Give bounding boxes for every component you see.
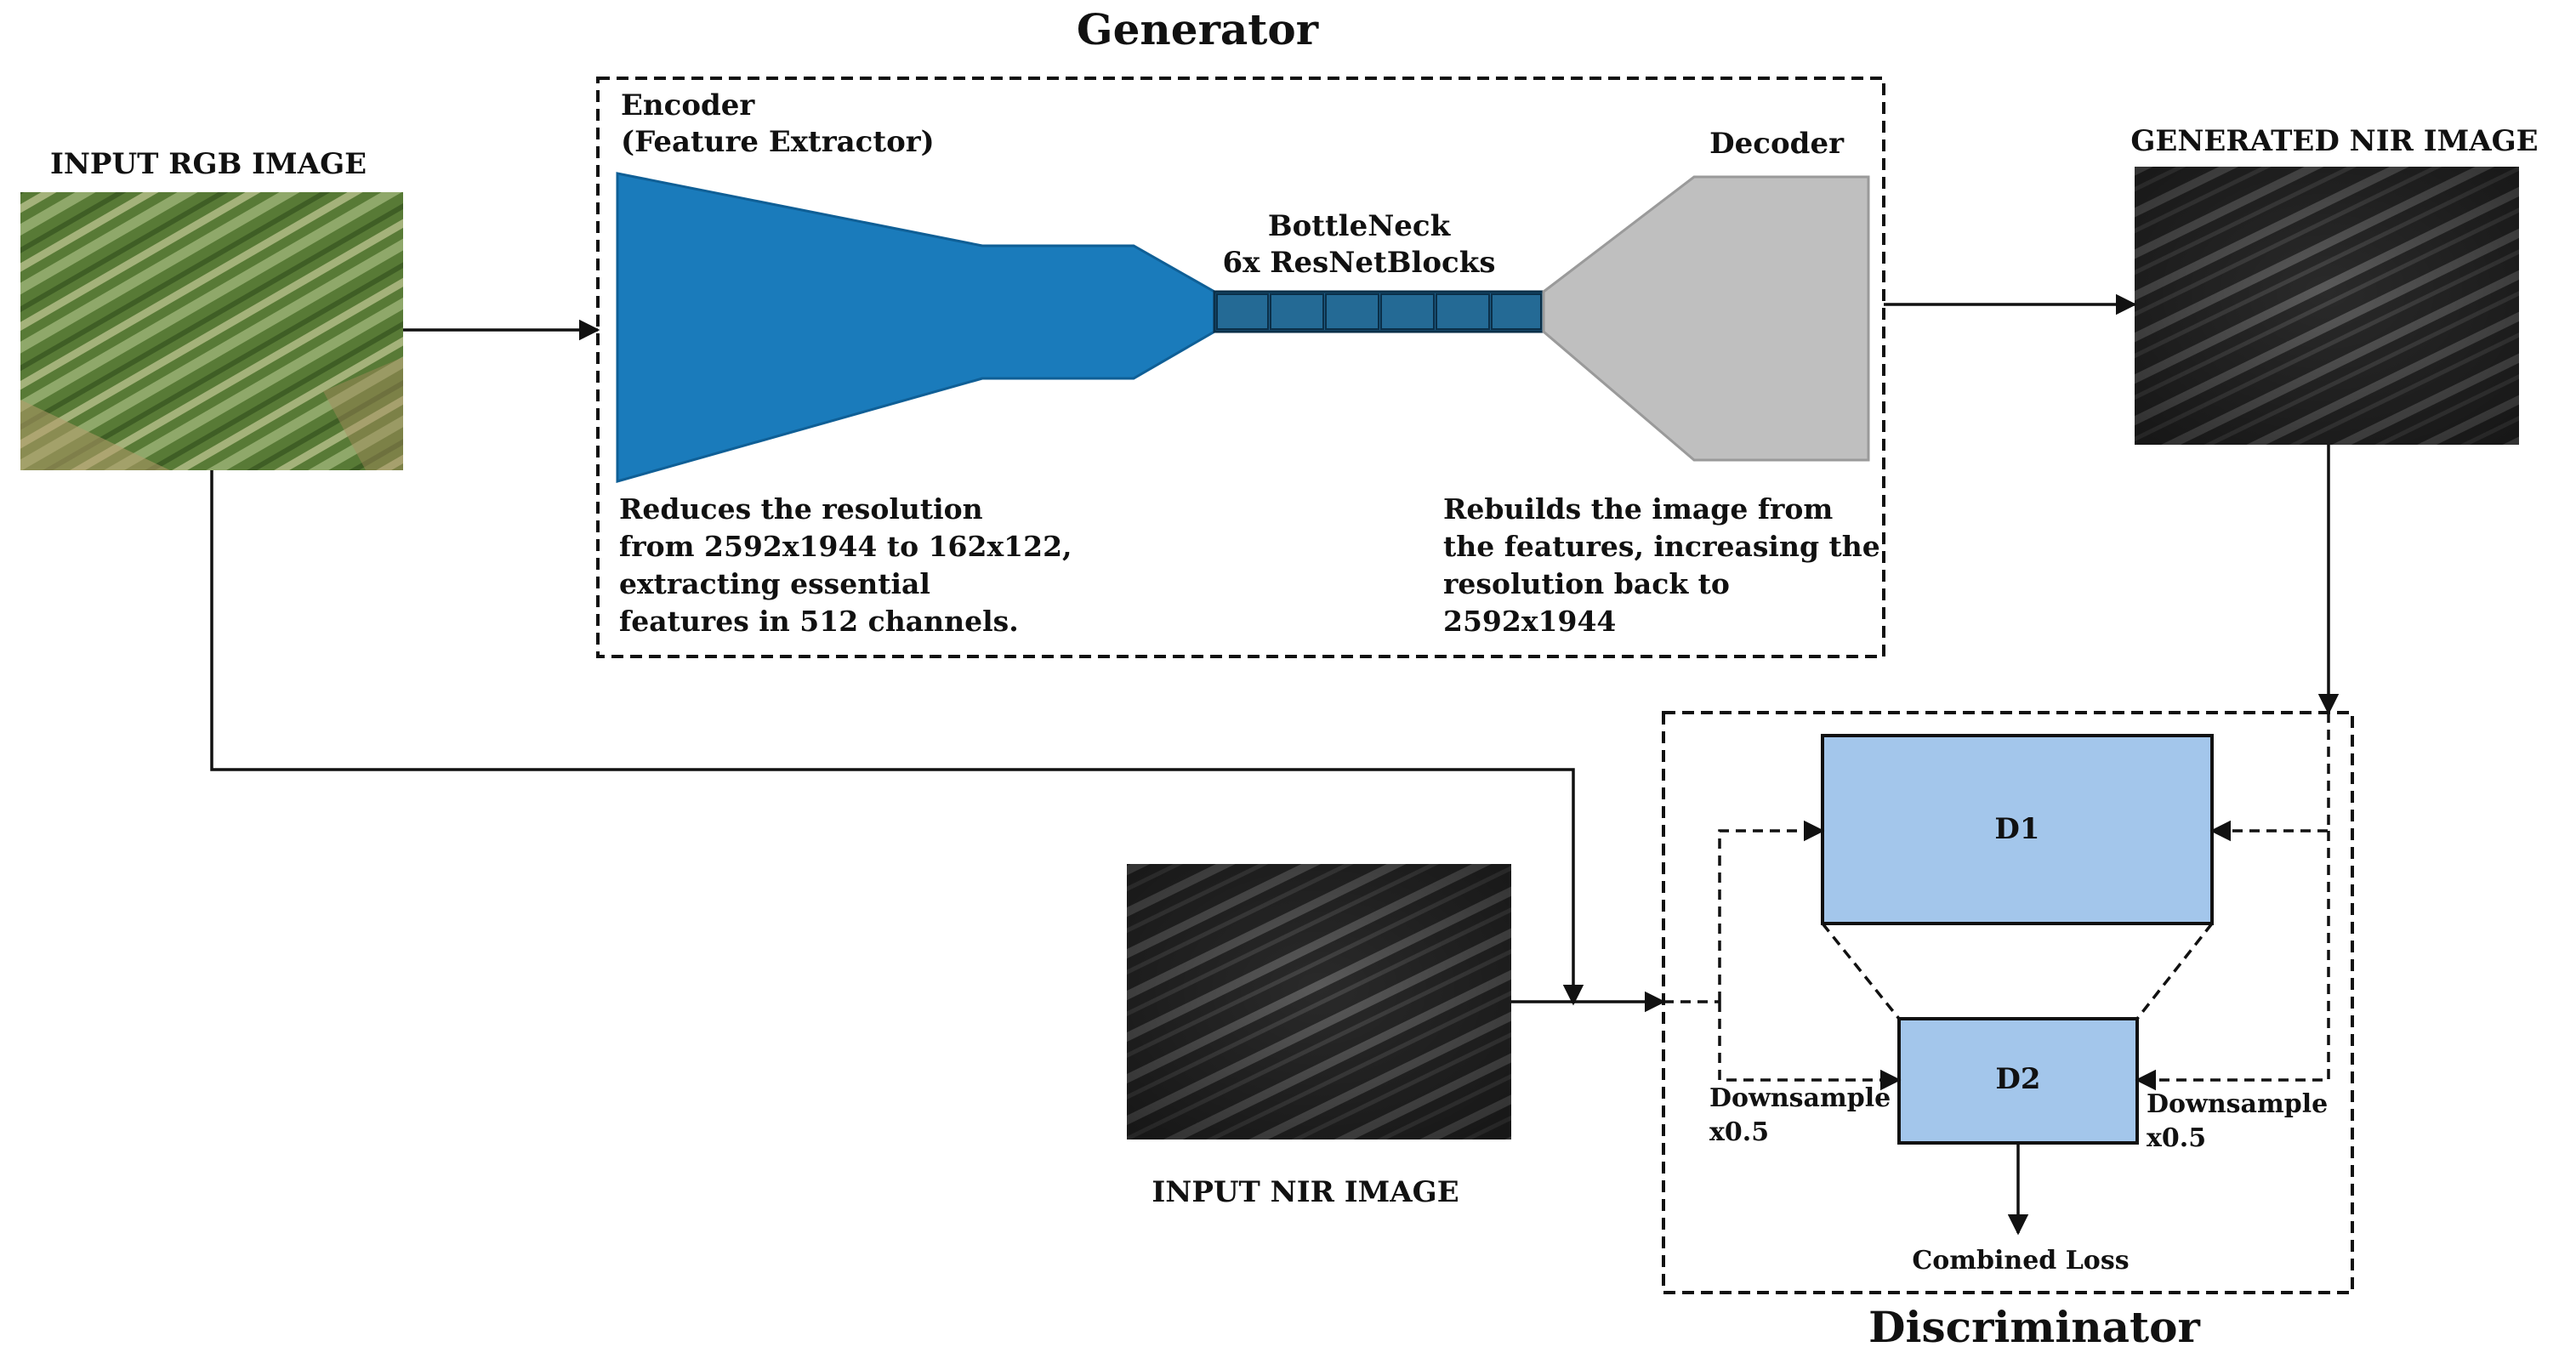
svg-text:features in 512 channels.: features in 512 channels. xyxy=(619,605,1019,638)
downsample-right-factor: x0.5 xyxy=(2147,1123,2206,1153)
generated-nir-label: GENERATED NIR IMAGE xyxy=(2130,124,2538,158)
d1-d2-connector xyxy=(2135,922,2214,1020)
d1-d2-connector xyxy=(1821,922,1901,1020)
svg-text:extracting essential: extracting essential xyxy=(619,567,930,600)
resnet-block xyxy=(1380,293,1435,330)
input-rgb-label: INPUT RGB IMAGE xyxy=(50,147,367,181)
downsample-left-label: Downsample xyxy=(1709,1083,1891,1113)
d2-label: D2 xyxy=(1995,1062,2040,1096)
svg-text:the features, increasing the: the features, increasing the xyxy=(1443,530,1880,563)
left-to-d1-arrow xyxy=(1718,820,1825,1002)
resnet-block xyxy=(1436,293,1490,330)
rgb-to-discriminator-arrow xyxy=(210,470,1584,1006)
downsample-right-label: Downsample xyxy=(2147,1089,2328,1119)
svg-text:2592x1944: 2592x1944 xyxy=(1443,605,1616,638)
generated-nir-image xyxy=(2135,167,2519,445)
decoder-title: Decoder xyxy=(1709,127,1845,161)
encoder-description: Reduces the resolution from 2592x1944 to… xyxy=(619,492,1072,638)
d2-block xyxy=(1897,1017,2139,1145)
decoder-block xyxy=(1542,175,1870,462)
svg-text:resolution back to: resolution back to xyxy=(1443,567,1730,600)
generator-title: Generator xyxy=(1077,4,1319,54)
resnet-block xyxy=(1270,293,1324,330)
right-to-d1-arrow xyxy=(2209,713,2330,842)
bottleneck-block xyxy=(1213,290,1545,333)
resnet-block xyxy=(1216,293,1269,330)
generator-box xyxy=(596,77,1885,658)
encoder-block xyxy=(616,172,1216,483)
input-nir-label: INPUT NIR IMAGE xyxy=(1152,1175,1459,1209)
downsample-left-factor: x0.5 xyxy=(1709,1117,1769,1147)
discriminator-title: Discriminator xyxy=(1868,1302,2200,1352)
left-to-d2-arrow xyxy=(1718,1002,1902,1091)
decoder-description: Rebuilds the image from the features, in… xyxy=(1443,492,1880,638)
svg-text:Reduces the resolution: Reduces the resolution xyxy=(619,492,983,526)
d1-label: D1 xyxy=(1994,812,2039,846)
combined-loss-label: Combined Loss xyxy=(1912,1246,2129,1276)
encoder-title: Encoder xyxy=(621,88,755,122)
svg-text:from 2592x1944 to 162x122,: from 2592x1944 to 162x122, xyxy=(619,530,1072,563)
resnet-block xyxy=(1491,293,1542,330)
resnet-block xyxy=(1325,293,1379,330)
bottleneck-subtitle: 6x ResNetBlocks xyxy=(1223,246,1496,280)
bottleneck-title: BottleNeck xyxy=(1268,209,1452,243)
input-rgb-image xyxy=(20,192,403,470)
svg-text:Rebuilds the image from: Rebuilds the image from xyxy=(1443,492,1833,526)
encoder-subtitle: (Feature Extractor) xyxy=(621,125,935,159)
right-to-d2-arrow xyxy=(2135,831,2330,1091)
input-nir-image xyxy=(1127,864,1511,1140)
